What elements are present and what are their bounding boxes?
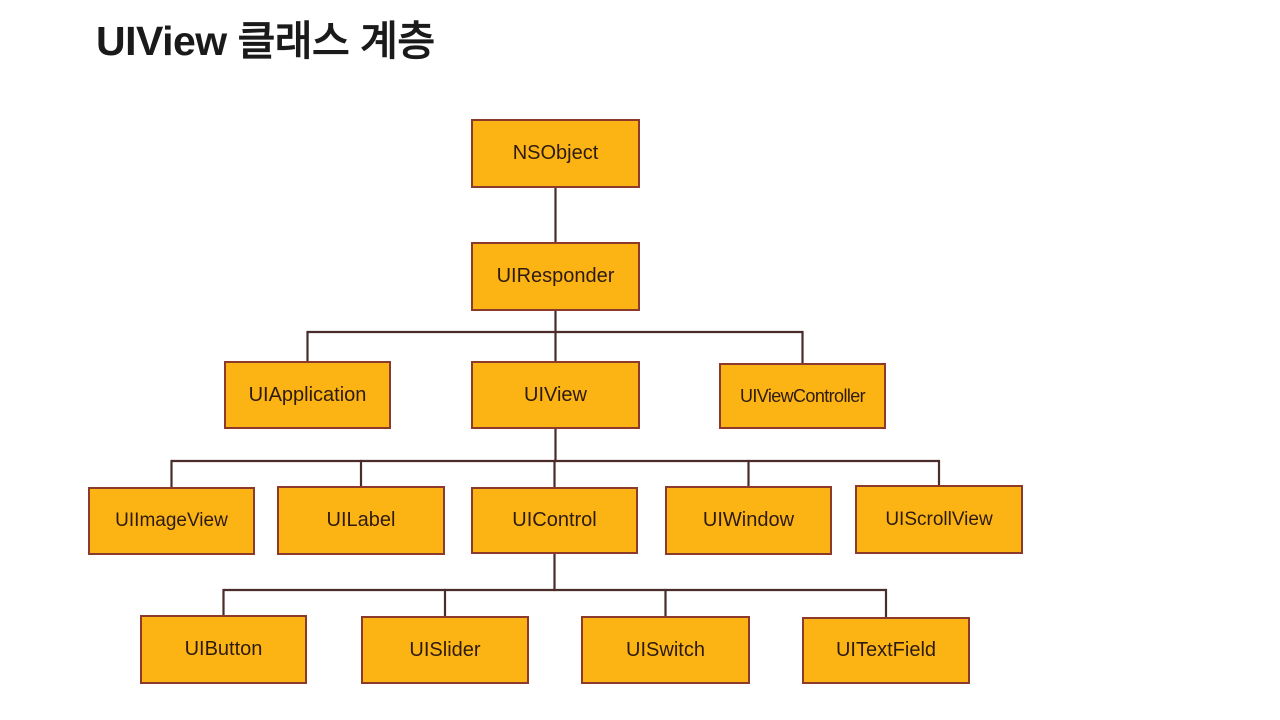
class-node-label: UISwitch [626, 638, 705, 661]
class-node-label: UIScrollView [885, 508, 993, 530]
class-node-label: UILabel [326, 509, 396, 531]
class-node-label: UIResponder [496, 265, 615, 287]
class-node-uiviewcontroller: UIViewController [719, 363, 886, 429]
class-node-label: UIButton [184, 638, 263, 660]
class-node-label: UIView [524, 383, 587, 406]
class-node-uicontrol: UIControl [471, 487, 638, 554]
class-node-uiswitch: UISwitch [581, 616, 750, 684]
class-node-uitextfield: UITextField [802, 617, 970, 684]
class-node-uiapplication: UIApplication [224, 361, 391, 429]
class-node-label: UITextField [835, 639, 937, 661]
class-node-label: UIImageView [115, 510, 228, 531]
class-node-nsobject: NSObject [471, 119, 640, 188]
class-node-label: UIControl [512, 509, 597, 531]
class-node-uiview: UIView [471, 361, 640, 429]
class-node-uislider: UISlider [361, 616, 529, 684]
class-node-label: UIWindow [702, 509, 795, 531]
class-node-label: UISlider [409, 638, 481, 661]
class-node-uiwindow: UIWindow [665, 486, 832, 555]
class-node-uiresponder: UIResponder [471, 242, 640, 311]
class-node-label: UIApplication [248, 383, 367, 406]
class-node-uilabel: UILabel [277, 486, 445, 555]
class-node-uiscrollview: UIScrollView [855, 485, 1023, 554]
class-node-uiimageview: UIImageView [88, 487, 255, 555]
class-node-label: NSObject [512, 142, 599, 164]
class-node-uibutton: UIButton [140, 615, 307, 684]
page-title: UIView 클래스 계층 [96, 18, 435, 64]
class-node-label: UIViewController [739, 385, 866, 406]
